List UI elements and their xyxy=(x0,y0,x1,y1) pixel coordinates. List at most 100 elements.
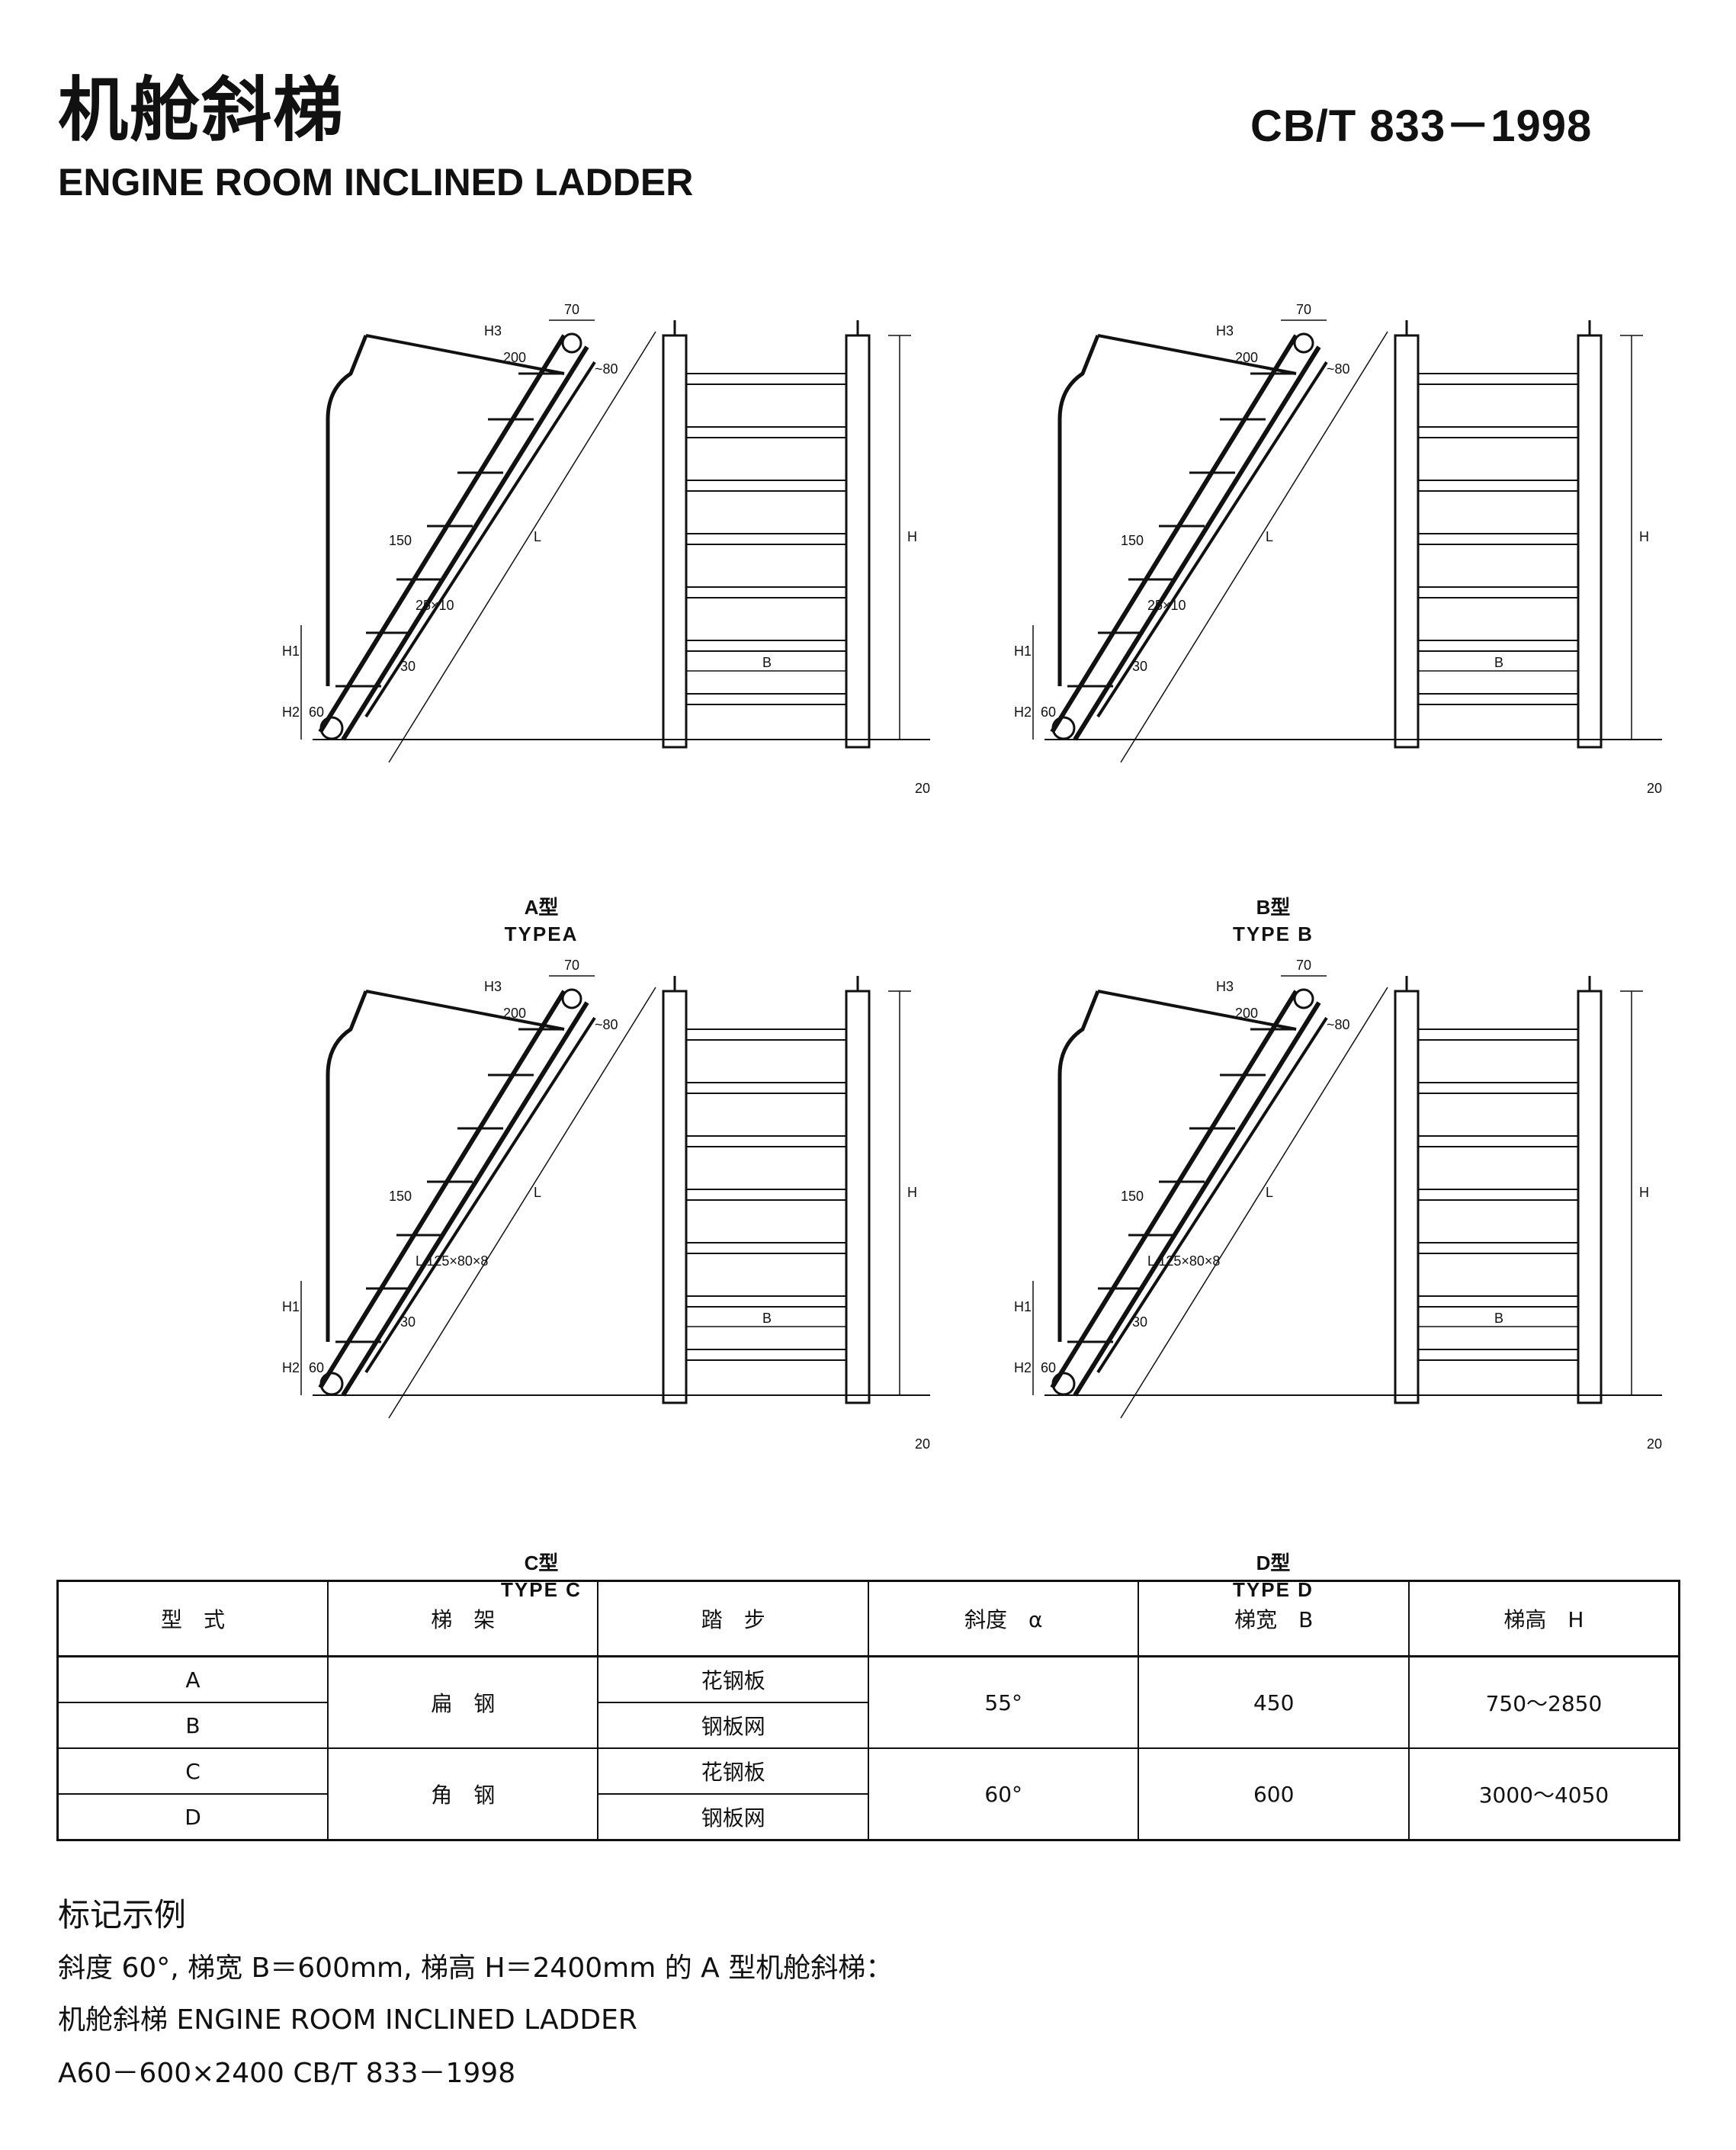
dim-80-label: ~80 xyxy=(595,1017,618,1032)
dim-h3-label: H3 xyxy=(1216,323,1234,339)
height-cell: 3000～4050 xyxy=(1407,1747,1680,1841)
step-cell: 钢板网 xyxy=(597,1702,869,1749)
dim-20-label: 20 xyxy=(915,781,930,796)
dim-b-label: B xyxy=(762,1311,772,1326)
dim-h-label: H xyxy=(1639,1185,1649,1200)
table-row: A 扁 钢 花钢板 55° 450 750～2850 xyxy=(56,1655,1680,1749)
step-cell: 花钢板 xyxy=(597,1655,869,1703)
dim-60-label: 60 xyxy=(1041,704,1056,720)
ladder-drawing: 70 ~80 200 H3 H1 H2 60 150 30 20 L H B 2… xyxy=(282,302,930,796)
type-cell: D xyxy=(56,1793,329,1841)
dim-b-label: B xyxy=(1494,655,1503,670)
type-cell: C xyxy=(56,1747,329,1795)
dim-70-label: 70 xyxy=(1296,302,1311,317)
header-frame: 梯 架 xyxy=(326,1580,599,1657)
dim-h-label: H xyxy=(907,529,917,544)
dim-h3-label: H3 xyxy=(484,979,502,994)
dim-200-label: 200 xyxy=(1235,350,1258,365)
flat-bar-label: 25×10 xyxy=(416,598,454,613)
angle-cell: 55° xyxy=(867,1655,1140,1749)
dim-h2-label: H2 xyxy=(282,1360,300,1375)
dim-150-label: 150 xyxy=(1121,1189,1144,1204)
dim-b-label: B xyxy=(1494,1311,1503,1326)
width-cell: 600 xyxy=(1138,1747,1410,1841)
marking-example-line-2: 机舱斜梯 ENGINE ROOM INCLINED LADDER xyxy=(58,2004,637,2036)
dim-20-label: 20 xyxy=(915,1436,930,1452)
dim-70-label: 70 xyxy=(564,302,579,317)
dim-200-label: 200 xyxy=(1235,1006,1258,1021)
dim-70-label: 70 xyxy=(564,958,579,973)
table-header-row: 型 式 梯 架 踏 步 斜度 α 梯宽 B 梯高 H xyxy=(56,1580,1680,1657)
dim-150-label: 150 xyxy=(1121,533,1144,548)
header-angle: 斜度 α xyxy=(867,1580,1140,1657)
figure-caption-cn: A型 xyxy=(524,896,559,919)
type-cell: B xyxy=(56,1702,329,1749)
spec-table: 型 式 梯 架 踏 步 斜度 α 梯宽 B 梯高 H A 扁 钢 花钢板 55°… xyxy=(56,1580,1680,1841)
title-chinese: 机舱斜梯 xyxy=(58,72,345,149)
dim-h1-label: H1 xyxy=(1014,1299,1032,1314)
dim-h3-label: H3 xyxy=(484,323,502,339)
dim-200-label: 200 xyxy=(503,350,526,365)
dim-h1-label: H1 xyxy=(282,1299,300,1314)
dim-h3-label: H3 xyxy=(1216,979,1234,994)
dim-b-label: B xyxy=(762,655,772,670)
type-cell: A xyxy=(56,1655,329,1703)
header-height: 梯高 H xyxy=(1407,1580,1680,1657)
dim-30-label: 30 xyxy=(400,1314,416,1330)
dim-200-label: 200 xyxy=(503,1006,526,1021)
ladder-drawing: 70 ~80 200 H3 H1 H2 60 150 30 20 L H B L… xyxy=(1014,958,1662,1452)
dim-l-label: L xyxy=(534,529,541,544)
figure-caption-cn: C型 xyxy=(524,1552,559,1574)
dim-h-label: H xyxy=(907,1185,917,1200)
step-cell: 花钢板 xyxy=(597,1747,869,1795)
figure-type-c: 70 ~80 200 H3 H1 H2 60 150 30 20 L H B L… xyxy=(137,945,945,1601)
table-row: B 钢板网 xyxy=(56,1702,1680,1749)
angle-bar-label: L 125×80×8 xyxy=(1147,1253,1220,1269)
marking-example-title: 标记示例 xyxy=(58,1896,187,1933)
figure-caption-en: TYPEA xyxy=(504,923,579,945)
dim-l-label: L xyxy=(1266,529,1273,544)
title-english: ENGINE ROOM INCLINED LADDER xyxy=(58,161,694,204)
frame-cell: 扁 钢 xyxy=(326,1655,599,1749)
figure-type-b: 70 ~80 200 H3 H1 H2 60 150 30 20 L H B 2… xyxy=(869,290,1677,945)
dim-80-label: ~80 xyxy=(1327,1017,1350,1032)
dim-80-label: ~80 xyxy=(595,361,618,377)
figure-caption-en: TYPE B xyxy=(1233,923,1314,945)
dim-30-label: 30 xyxy=(1132,659,1147,674)
figure-caption-cn: D型 xyxy=(1256,1552,1291,1574)
dim-20-label: 20 xyxy=(1647,781,1662,796)
dim-80-label: ~80 xyxy=(1327,361,1350,377)
angle-cell: 60° xyxy=(867,1747,1140,1841)
marking-example-line-3: A60－600×2400 CB/T 833－1998 xyxy=(58,2058,516,2089)
standard-code: CB/T 833－1998 xyxy=(1250,101,1593,151)
dim-60-label: 60 xyxy=(1041,1360,1056,1375)
dim-20-label: 20 xyxy=(1647,1436,1662,1452)
dim-h-label: H xyxy=(1639,529,1649,544)
angle-bar-label: L 125×80×8 xyxy=(416,1253,488,1269)
dim-150-label: 150 xyxy=(389,1189,412,1204)
dim-h1-label: H1 xyxy=(282,643,300,659)
figure-caption-cn: B型 xyxy=(1256,896,1291,919)
flat-bar-label: 25×10 xyxy=(1147,598,1186,613)
height-cell: 750～2850 xyxy=(1407,1655,1680,1749)
step-cell: 钢板网 xyxy=(597,1793,869,1841)
dim-h2-label: H2 xyxy=(1014,704,1032,720)
dim-l-label: L xyxy=(1266,1185,1273,1200)
dim-70-label: 70 xyxy=(1296,958,1311,973)
figure-type-d: 70 ~80 200 H3 H1 H2 60 150 30 20 L H B L… xyxy=(869,945,1677,1601)
figure-type-a: 70 ~80 200 H3 H1 H2 60 150 30 20 L H B 2… xyxy=(137,290,945,945)
ladder-drawing: 70 ~80 200 H3 H1 H2 60 150 30 20 L H B L… xyxy=(282,958,930,1452)
table-row: C 角 钢 花钢板 60° 600 3000～4050 xyxy=(56,1747,1680,1841)
header-step: 踏 步 xyxy=(597,1580,869,1657)
dim-60-label: 60 xyxy=(309,1360,324,1375)
ladder-drawing: 70 ~80 200 H3 H1 H2 60 150 30 20 L H B 2… xyxy=(1014,302,1662,796)
dim-60-label: 60 xyxy=(309,704,324,720)
header-type: 型 式 xyxy=(56,1580,329,1657)
dim-l-label: L xyxy=(534,1185,541,1200)
dim-30-label: 30 xyxy=(1132,1314,1147,1330)
frame-cell: 角 钢 xyxy=(326,1747,599,1841)
marking-example-line-1: 斜度 60°, 梯宽 B＝600mm, 梯高 H＝2400mm 的 A 型机舱斜… xyxy=(58,1953,894,1984)
dim-150-label: 150 xyxy=(389,533,412,548)
dim-h1-label: H1 xyxy=(1014,643,1032,659)
dim-h2-label: H2 xyxy=(282,704,300,720)
